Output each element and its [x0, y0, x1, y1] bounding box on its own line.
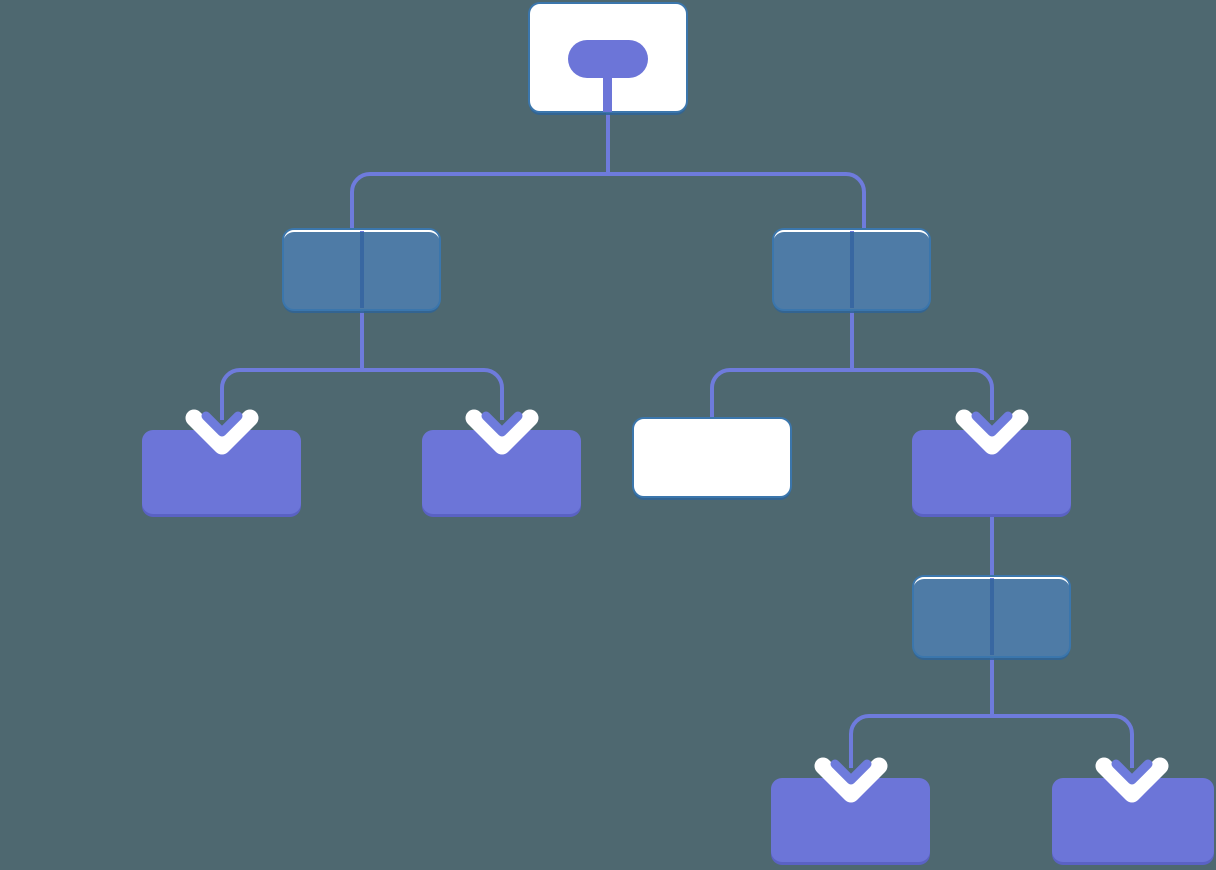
node-mid-left-shadow [283, 232, 440, 313]
node-branch[interactable] [912, 430, 1071, 517]
node-mid-left[interactable] [282, 228, 441, 313]
node-sub-mid-shadow [913, 579, 1070, 660]
node-root-stem [603, 59, 612, 112]
node-leaf-c-box [632, 417, 792, 498]
node-leaf-d-box [771, 778, 930, 862]
edge-midleft-split [220, 310, 504, 420]
node-branch-box [912, 430, 1071, 514]
node-mid-right[interactable] [772, 228, 931, 313]
edge-submid-split [849, 657, 1134, 768]
node-sub-mid-box [912, 575, 1071, 658]
edge-midright-split [710, 310, 994, 420]
node-leaf-c-white[interactable] [632, 417, 792, 500]
node-leaf-b-box [422, 430, 581, 514]
node-sub-mid[interactable] [912, 575, 1071, 660]
node-leaf-b[interactable] [422, 430, 581, 517]
node-mid-left-box [282, 228, 441, 311]
node-leaf-d[interactable] [771, 778, 930, 865]
node-leaf-e[interactable] [1052, 778, 1214, 865]
node-leaf-e-box [1052, 778, 1214, 862]
node-mid-right-shadow [773, 232, 930, 313]
node-mid-right-box [772, 228, 931, 311]
node-leaf-a-box [142, 430, 301, 514]
edge-root-split [350, 112, 866, 229]
node-leaf-a[interactable] [142, 430, 301, 517]
node-root[interactable] [528, 2, 688, 115]
